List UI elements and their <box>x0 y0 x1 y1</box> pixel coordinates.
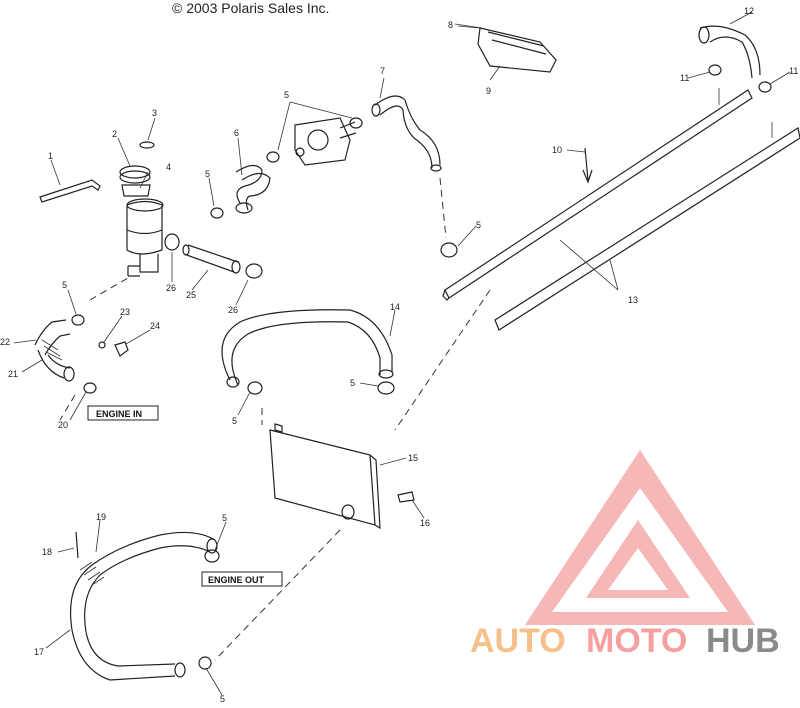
callout-14: 14 <box>390 302 400 312</box>
part-5-clamp-loop-right <box>377 381 395 395</box>
part-6-s-hose <box>235 164 271 214</box>
flow-lines <box>59 177 491 661</box>
watermark-logo <box>525 450 755 625</box>
leader-lines <box>13 11 791 696</box>
part-12-hose <box>698 25 761 79</box>
callout-25: 25 <box>186 290 196 300</box>
callout-5-loop-left: 5 <box>232 416 237 426</box>
part-17-hose <box>69 531 218 681</box>
callout-1: 1 <box>48 151 53 161</box>
part-13-heat-exchanger-upper <box>442 88 753 301</box>
callout-6: 6 <box>234 128 239 138</box>
callout-5-thermo: 5 <box>284 90 289 100</box>
callout-21: 21 <box>8 369 18 379</box>
part-5-clamp-bottom <box>198 656 212 670</box>
callout-26-b: 26 <box>228 305 238 315</box>
part-26-clamp-b <box>245 263 263 279</box>
part-16-screw <box>397 491 415 503</box>
callout-9: 9 <box>486 86 491 96</box>
engine-out-label: ENGINE OUT <box>208 575 265 585</box>
callout-24: 24 <box>150 321 160 331</box>
callout-10: 10 <box>552 145 562 155</box>
part-8-screw <box>457 25 481 29</box>
watermark-moto: MOTO <box>586 622 687 660</box>
part-5-clamp-thermo-left <box>266 151 280 163</box>
part-2-filler-cap <box>119 165 151 184</box>
engine-in-label: ENGINE IN <box>96 409 142 419</box>
part-5-clamp-reservoir <box>210 207 224 219</box>
callouts: 1 2 3 4 5 6 5 7 8 9 10 11 12 11 13 5 14 … <box>0 6 798 704</box>
callout-13: 13 <box>628 295 638 305</box>
engine-out-tag: ENGINE OUT <box>201 571 283 587</box>
callout-5-loop-right: 5 <box>350 378 355 388</box>
callout-20: 20 <box>58 420 68 430</box>
part-5-clamp-loop-left <box>247 381 263 395</box>
callout-5-reservoir: 5 <box>205 169 210 179</box>
callout-12: 12 <box>744 6 754 16</box>
part-5-clamp-engine-out <box>204 549 220 563</box>
part-9-cover <box>477 27 557 73</box>
callout-16: 16 <box>420 518 430 528</box>
callout-22: 22 <box>0 337 10 347</box>
callout-7: 7 <box>380 66 385 76</box>
callout-8: 8 <box>448 20 453 30</box>
part-21-hose <box>34 319 75 382</box>
callout-26-a: 26 <box>166 283 176 293</box>
part-24-clip <box>114 341 129 357</box>
part-25-hose <box>182 244 241 274</box>
engine-in-tag: ENGINE IN <box>87 405 159 421</box>
callout-23: 23 <box>120 307 130 317</box>
callout-3: 3 <box>152 108 157 118</box>
callout-5-engine-in: 5 <box>62 280 67 290</box>
part-20-clamp <box>83 382 97 394</box>
part-5-clamp-thermo-right <box>349 117 363 129</box>
part-18-tie <box>75 531 79 559</box>
part-13-heat-exchanger-lower <box>494 122 800 331</box>
callout-19: 19 <box>96 512 106 522</box>
callout-5-bottom: 5 <box>220 694 225 703</box>
callout-2: 2 <box>112 129 117 139</box>
callout-11-b: 11 <box>789 66 798 76</box>
part-11-clamp-a <box>708 64 722 76</box>
part-7-hose <box>371 95 442 172</box>
callout-4: 4 <box>166 162 171 172</box>
thermostat-housing <box>294 117 357 166</box>
part-15-panel <box>269 423 381 530</box>
callout-17: 17 <box>34 647 44 657</box>
callout-15: 15 <box>408 453 418 463</box>
watermark-hub: HUB <box>706 622 780 660</box>
callout-5-engine-out: 5 <box>222 513 227 523</box>
part-5-clamp-engine-in <box>71 314 85 326</box>
part-23-washer <box>98 341 106 349</box>
watermark-auto: AUTO <box>470 622 566 660</box>
part-3-gasket <box>139 141 155 149</box>
part-4-reservoir <box>121 184 164 277</box>
copyright-notice: © 2003 Polaris Sales Inc. <box>172 0 330 16</box>
part-1-wrench <box>39 179 101 203</box>
part-11-clamp-b <box>758 81 772 93</box>
watermark-text: AUTO MOTO HUB <box>470 622 780 660</box>
part-10-bolt <box>582 147 593 184</box>
callout-5-exchanger: 5 <box>476 220 481 230</box>
callout-18: 18 <box>42 547 52 557</box>
part-14-loop-hose <box>221 309 394 388</box>
callout-11-a: 11 <box>680 73 689 83</box>
part-5-clamp-exchanger <box>440 242 458 258</box>
part-26-clamp-a <box>164 233 180 251</box>
